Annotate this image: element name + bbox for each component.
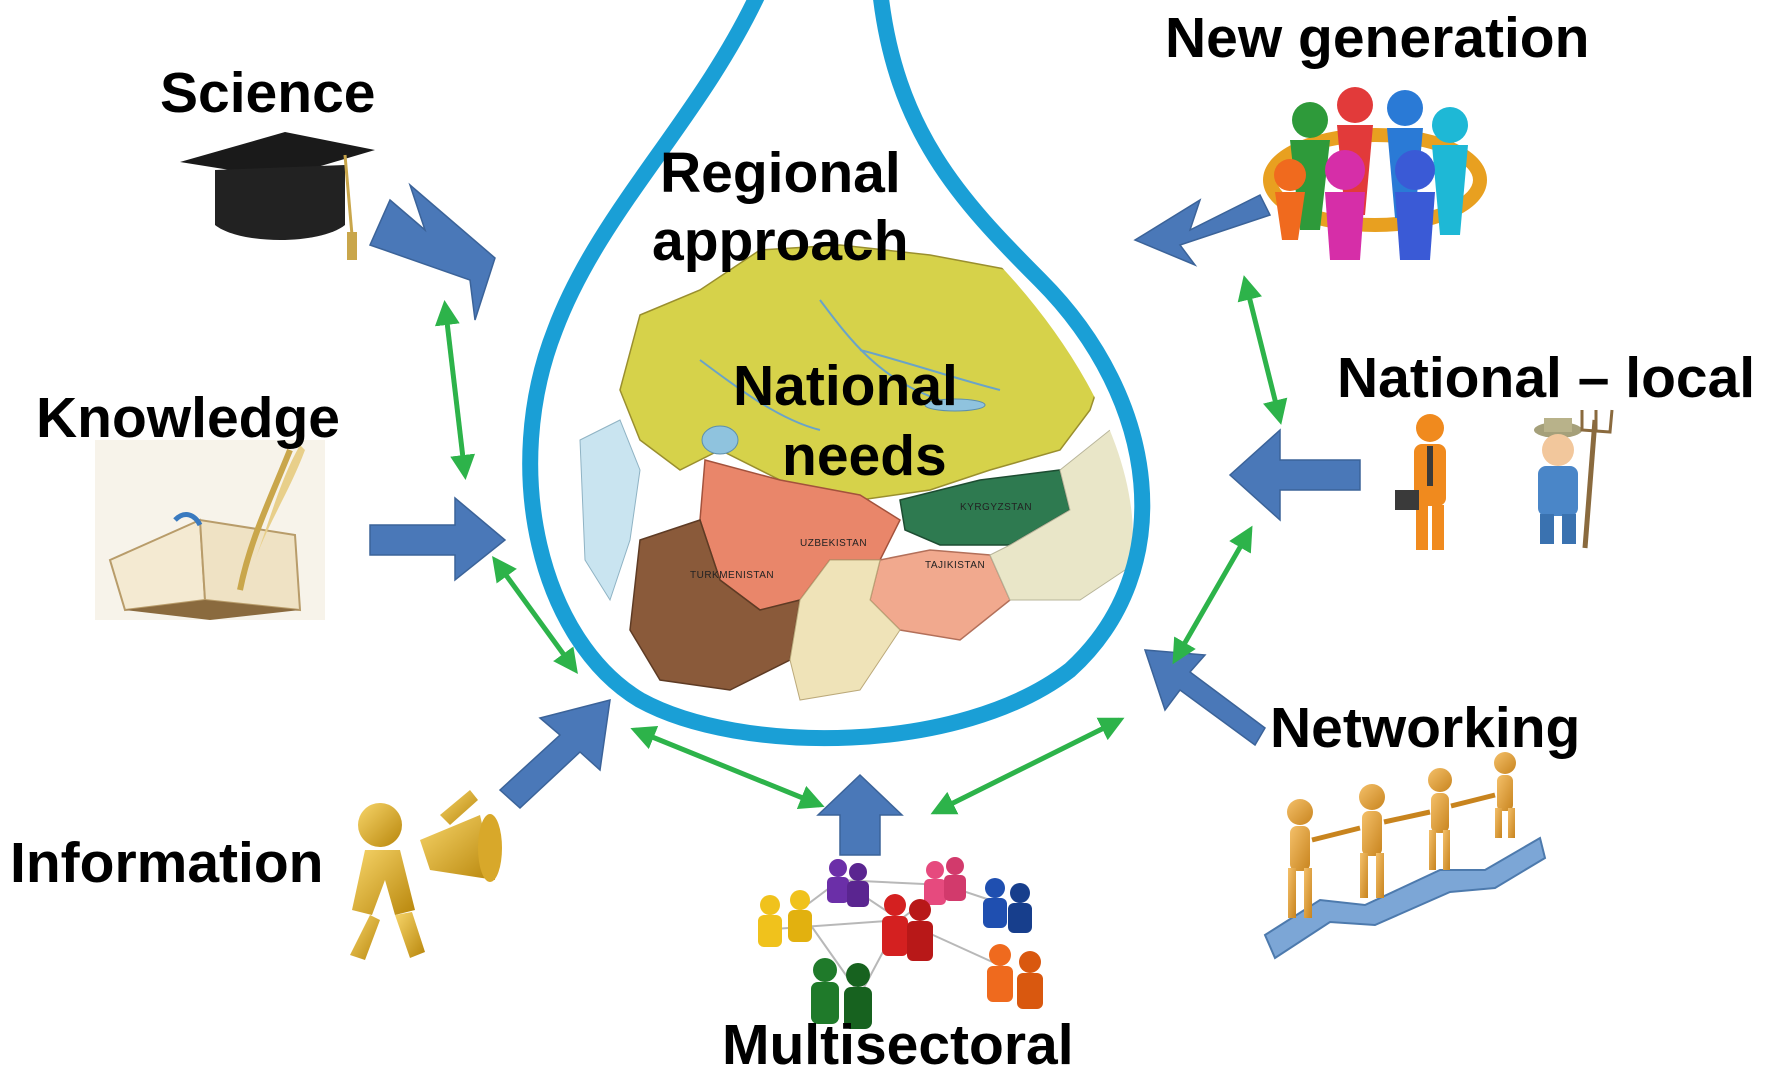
people-network-icon [758,857,1043,1029]
aral-sea [701,425,739,455]
regional-approach-line2: approach [652,209,909,273]
link-multisectoral-networking [930,717,1125,815]
link-information-multisectoral [630,725,825,810]
node-label-national-local: National – local [1337,346,1756,410]
flow-arrow-science [368,182,496,321]
link-knowledge-information [492,555,578,675]
map-label-turkmenistan: TURKMENISTAN [690,570,775,581]
kazakhstan-region [619,244,1111,501]
group-circle-icon [1263,87,1487,260]
node-label-multisectoral: Multisectoral [722,1013,1074,1077]
link-arrows [434,275,1288,815]
node-label-science: Science [160,61,376,125]
rivers [699,299,1001,431]
businessman-farmer-icon [1395,409,1614,550]
flow-arrows [368,182,1361,856]
book-quill-icon [95,440,325,620]
link-national-local-new-generation [1237,275,1288,425]
national-needs-line1: National [733,354,958,418]
node-label-knowledge: Knowledge [36,386,341,450]
afghanistan-region [789,559,901,701]
node-label-information: Information [10,831,324,895]
central-asia-map [579,244,1133,701]
node-label-new-generation: New generation [1165,6,1590,70]
flow-arrow-new-generation [1133,193,1272,267]
megaphone-figure-icon [350,790,502,960]
flow-arrow-knowledge [369,496,507,582]
puzzle-people-icon [1263,752,1547,960]
regional-approach-line1: Regional [660,141,901,205]
flow-arrow-networking [1143,649,1266,747]
flow-arrow-information [498,698,611,810]
person-group-red [882,894,933,961]
link-science-knowledge [434,300,476,480]
person-group-yellow [758,890,812,947]
map-label-tajikistan: TAJIKISTAN [925,560,986,571]
node-label-networking: Networking [1270,696,1581,760]
map-label-kyrgyzstan: KYRGYZSTAN [960,502,1033,513]
link-networking-national-local [1172,525,1253,665]
graduation-cap-icon [180,132,375,260]
map-label-uzbekistan: UZBEKISTAN [800,538,868,549]
caspian-region [579,419,641,602]
national-needs-line2: needs [782,424,947,488]
businessman-figure [1395,414,1446,550]
china-region [989,429,1133,601]
person-group-pink [924,857,966,905]
flow-arrow-national-local [1228,428,1361,522]
lake-balkhash [924,398,986,412]
person-group-orange [987,944,1043,1009]
water-drop-outline [522,0,1151,747]
person-group-green [811,958,872,1029]
flow-arrow-multisectoral [816,773,904,856]
person-group-blue [983,878,1032,933]
farmer-figure [1534,409,1614,549]
person-group-purple [827,859,869,907]
